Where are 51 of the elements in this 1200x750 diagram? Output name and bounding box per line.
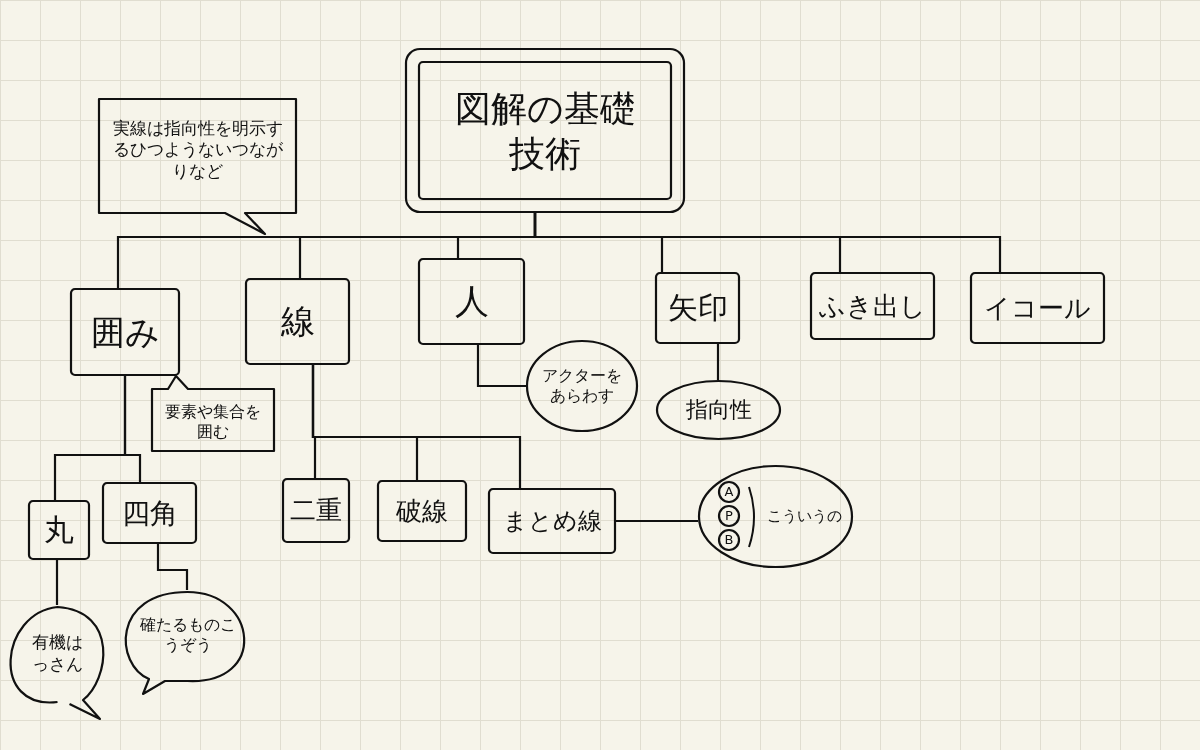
node-text: 有機はっさん	[31, 632, 84, 675]
connector-line	[616, 519, 698, 523]
node-text: 丸	[44, 511, 74, 549]
connector-line	[533, 213, 1002, 272]
letter-circle	[718, 481, 740, 503]
node-text: 破線	[396, 494, 448, 528]
node-text: まとめ線	[502, 506, 602, 536]
node-text: 人	[454, 280, 489, 323]
node-text: 線	[280, 300, 315, 343]
node-text: 矢印	[667, 289, 728, 327]
connector-line	[476, 345, 526, 388]
connector-line	[123, 376, 142, 482]
connector-line	[311, 365, 522, 488]
label-box	[70, 288, 180, 376]
label-box	[282, 478, 350, 543]
node-text: 囲み	[90, 310, 160, 354]
connector-line	[156, 544, 189, 590]
speech-bubble	[95, 95, 300, 235]
node-text: 実線は指向性を明示するひつようないつながりなど	[111, 118, 284, 182]
note-ellipse	[698, 465, 853, 568]
node-text: A	[724, 483, 734, 501]
node-text: P	[725, 507, 733, 525]
label-box	[970, 272, 1105, 344]
label-box	[245, 278, 350, 365]
node-text: イコール	[984, 291, 1091, 325]
node-text: B	[724, 531, 734, 549]
speech-bubble	[148, 375, 278, 455]
label-box	[810, 272, 935, 340]
label-box	[102, 482, 197, 544]
label-box	[377, 480, 467, 542]
title-box	[405, 48, 685, 213]
letter-circle	[718, 529, 740, 551]
node-text: 指向性	[685, 396, 752, 424]
node-text: こういうの	[767, 507, 842, 526]
label-box	[655, 272, 740, 344]
label-box	[28, 500, 90, 560]
node-text: 二重	[290, 494, 342, 527]
note-ellipse	[526, 340, 638, 432]
node-text: ふき出し	[819, 289, 926, 323]
connector-line	[716, 344, 720, 380]
letter-circle	[718, 505, 740, 527]
node-text: 図解の基礎技術	[453, 86, 637, 176]
node-text: アクターをあらわす	[541, 366, 623, 406]
node-text: 要素や集合を囲む	[164, 402, 262, 442]
connector-line	[55, 560, 59, 605]
node-text: 四角	[121, 495, 178, 531]
note-ellipse	[656, 380, 781, 440]
label-box	[488, 488, 616, 554]
label-box	[418, 258, 525, 345]
speech-bubble	[10, 605, 105, 720]
node-text: 確たるものこうぞう	[139, 614, 236, 655]
